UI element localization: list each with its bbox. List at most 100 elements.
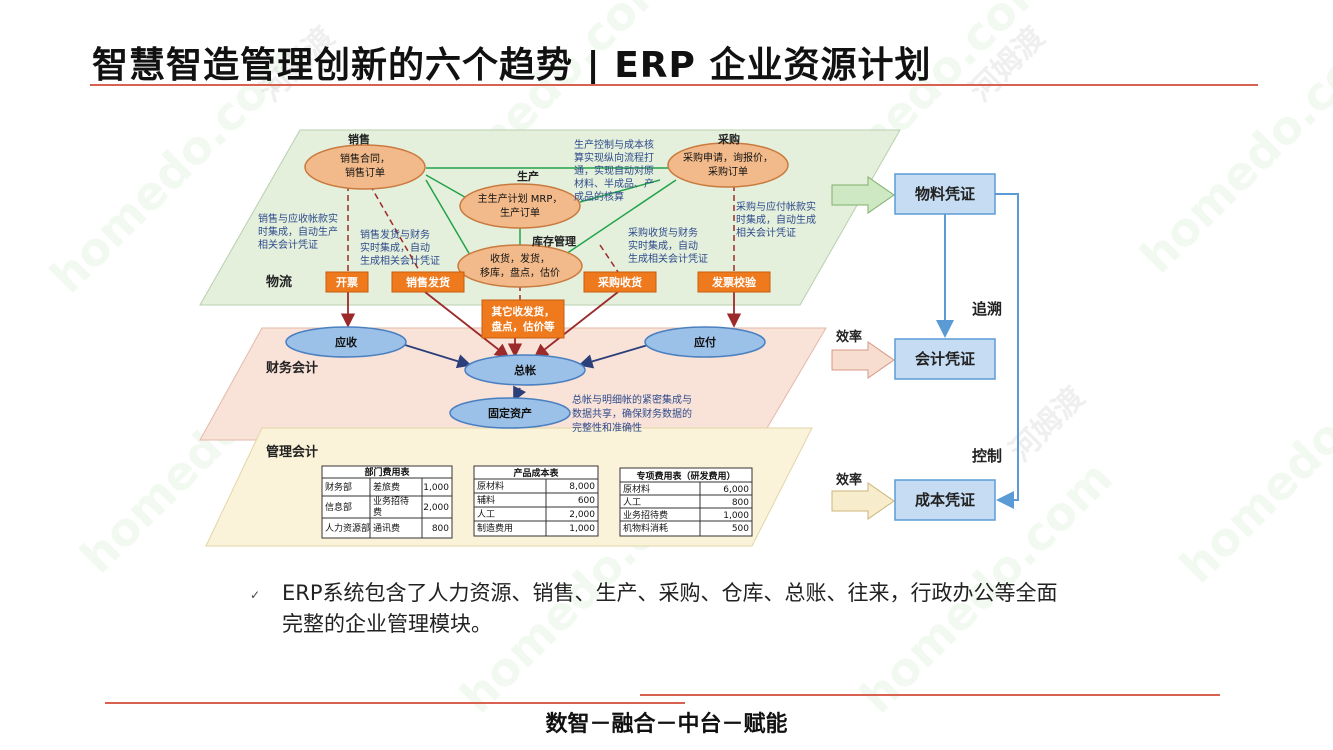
arrow-to-material	[831, 176, 895, 214]
note-sales-ar: 销售与应收帐款实	[258, 212, 338, 225]
svg-text:专项费用表（研发费用）: 专项费用表（研发费用）	[636, 470, 735, 482]
payable-label: 应付	[694, 335, 716, 349]
svg-text:人力资源部: 人力资源部	[325, 522, 370, 534]
management-layer-label: 管理会计	[266, 444, 318, 460]
production-section-label: 生产	[517, 169, 539, 183]
ledger-node	[464, 354, 586, 386]
efficiency-label-2: 效率	[836, 472, 862, 488]
svg-text:辅料: 辅料	[477, 494, 495, 506]
receivable-node	[285, 326, 407, 358]
svg-text:产品成本表: 产品成本表	[513, 467, 559, 479]
product-cost-table: 产品成本表 原材料 8,000 辅料 600 人工 2,000 制造费用 1,0…	[473, 465, 599, 537]
logistics-layer-label: 物流	[266, 274, 292, 290]
page-title: 智慧智造管理创新的六个趋势 | ERP 企业资源计划	[92, 45, 932, 86]
note-production: 材料、半成品、产	[574, 177, 654, 190]
payable-node	[644, 326, 766, 358]
receivable-label: 应收	[335, 335, 357, 349]
ledger-label: 总帐	[514, 363, 536, 377]
svg-text:其它收发货，: 其它收发货，	[492, 305, 555, 318]
trace-label: 追溯	[972, 300, 1002, 318]
svg-text:1,000: 1,000	[569, 524, 595, 534]
arrow-to-accounting	[831, 341, 895, 379]
svg-text:2,000: 2,000	[569, 510, 595, 520]
sales-order-label: 销售合同，	[340, 152, 390, 165]
svg-text:500: 500	[732, 524, 749, 534]
svg-text:会计凭证: 会计凭证	[915, 350, 975, 368]
note-purchase-ap: 相关会计凭证	[736, 226, 796, 239]
inventory-label: 移库，盘点，估价	[480, 266, 560, 279]
svg-text:制造费用: 制造费用	[477, 522, 513, 534]
tag-invoice: 开票	[325, 271, 369, 293]
inventory-section-label: 库存管理	[532, 234, 576, 248]
sales-order-node	[304, 144, 426, 190]
fixed-assets-label: 固定资产	[488, 406, 532, 420]
note-sales-ar: 时集成，自动生产	[258, 225, 338, 238]
svg-text:800: 800	[732, 498, 749, 508]
purchase-request-label: 采购申请，询报价，	[683, 151, 773, 164]
svg-text:发票校验: 发票校验	[711, 275, 757, 289]
svg-text:600: 600	[578, 496, 595, 506]
svg-text:盘点，估价等: 盘点，估价等	[492, 320, 555, 333]
svg-text:销售发货: 销售发货	[406, 275, 450, 289]
note-ledger: 数据共享，确保财务数据的	[572, 407, 692, 420]
check-icon: ✓	[250, 588, 261, 602]
svg-text:业务招待费: 业务招待费	[623, 509, 668, 521]
accounting-voucher-box: 会计凭证	[894, 338, 996, 380]
sales-order-label: 销售订单	[345, 166, 385, 179]
svg-text:费: 费	[373, 506, 382, 518]
svg-text:开票: 开票	[336, 276, 358, 289]
bullet-text: ERP系统包含了人力资源、销售、生产、采购、仓库、总账、往来，行政办公等全面完整…	[282, 581, 1058, 636]
svg-text:差旅费: 差旅费	[373, 481, 400, 493]
svg-text:通讯费: 通讯费	[373, 522, 400, 534]
dept-expense-table: 部门费用表 财务部 差旅费 1,000 信息部 业务招待 费 2,000 人力资…	[321, 465, 453, 539]
note-purchase-recv: 实时集成，自动	[628, 239, 698, 252]
tag-invoice-check: 发票校验	[697, 271, 771, 293]
fixed-assets-node	[449, 397, 571, 429]
master-plan-node	[459, 183, 581, 229]
svg-text:1,000: 1,000	[723, 511, 749, 521]
purchase-section-label: 采购	[717, 132, 740, 146]
svg-text:信息部: 信息部	[325, 501, 352, 513]
dashed-links	[347, 184, 735, 300]
svg-text:财务部: 财务部	[325, 481, 352, 493]
notes: 销售与应收帐款实 时集成，自动生产 相关会计凭证 销售发货与财务 实时集成，自动…	[258, 138, 816, 434]
note-purchase-recv: 生成相关会计凭证	[628, 252, 708, 265]
svg-text:采购收货: 采购收货	[597, 275, 642, 289]
svg-text:1,000: 1,000	[423, 483, 449, 493]
note-sales-ship: 销售发货与财务	[360, 228, 430, 241]
svg-text:人工: 人工	[623, 497, 641, 508]
note-sales-ar: 相关会计凭证	[258, 238, 318, 251]
material-voucher-box: 物料凭证	[894, 173, 996, 215]
svg-text:2,000: 2,000	[423, 503, 449, 513]
master-plan-label: 生产订单	[500, 206, 540, 219]
footer-slogan: 数智－融合－中台－赋能	[545, 712, 788, 737]
arrow-to-cost	[831, 482, 895, 520]
green-connections	[425, 167, 677, 259]
rd-expense-table: 专项费用表（研发费用） 原材料 6,000 人工 800 业务招待费 1,000…	[619, 467, 753, 537]
svg-text:业务招待: 业务招待	[373, 495, 409, 507]
svg-text:800: 800	[432, 524, 449, 534]
master-plan-label: 主生产计划 MRP，	[478, 192, 563, 205]
note-production: 成品的核算	[574, 190, 624, 203]
note-production: 通，实现自动对原	[574, 164, 654, 177]
svg-text:原材料: 原材料	[477, 480, 504, 492]
svg-text:物料凭证: 物料凭证	[915, 185, 975, 203]
inventory-node	[457, 244, 583, 288]
title-underline	[90, 84, 1258, 86]
sales-section-label: 销售	[348, 132, 370, 146]
efficiency-label-1: 效率	[836, 329, 862, 345]
footer-divider	[640, 694, 1220, 696]
note-sales-ship: 生成相关会计凭证	[360, 254, 440, 267]
svg-text:6,000: 6,000	[723, 485, 749, 495]
tag-other: 其它收发货， 盘点，估价等	[481, 299, 565, 339]
inventory-label: 收货，发货，	[490, 252, 550, 265]
footer-divider	[105, 702, 685, 704]
note-ledger: 总帐与明细帐的紧密集成与	[572, 393, 692, 406]
svg-text:8,000: 8,000	[569, 482, 595, 492]
posting-arrows	[340, 291, 742, 359]
note-production: 算实现纵向流程打	[574, 151, 654, 164]
note-production: 生产控制与成本核	[574, 138, 654, 151]
tag-sales-ship: 销售发货	[391, 271, 465, 293]
svg-text:原材料: 原材料	[623, 483, 650, 495]
